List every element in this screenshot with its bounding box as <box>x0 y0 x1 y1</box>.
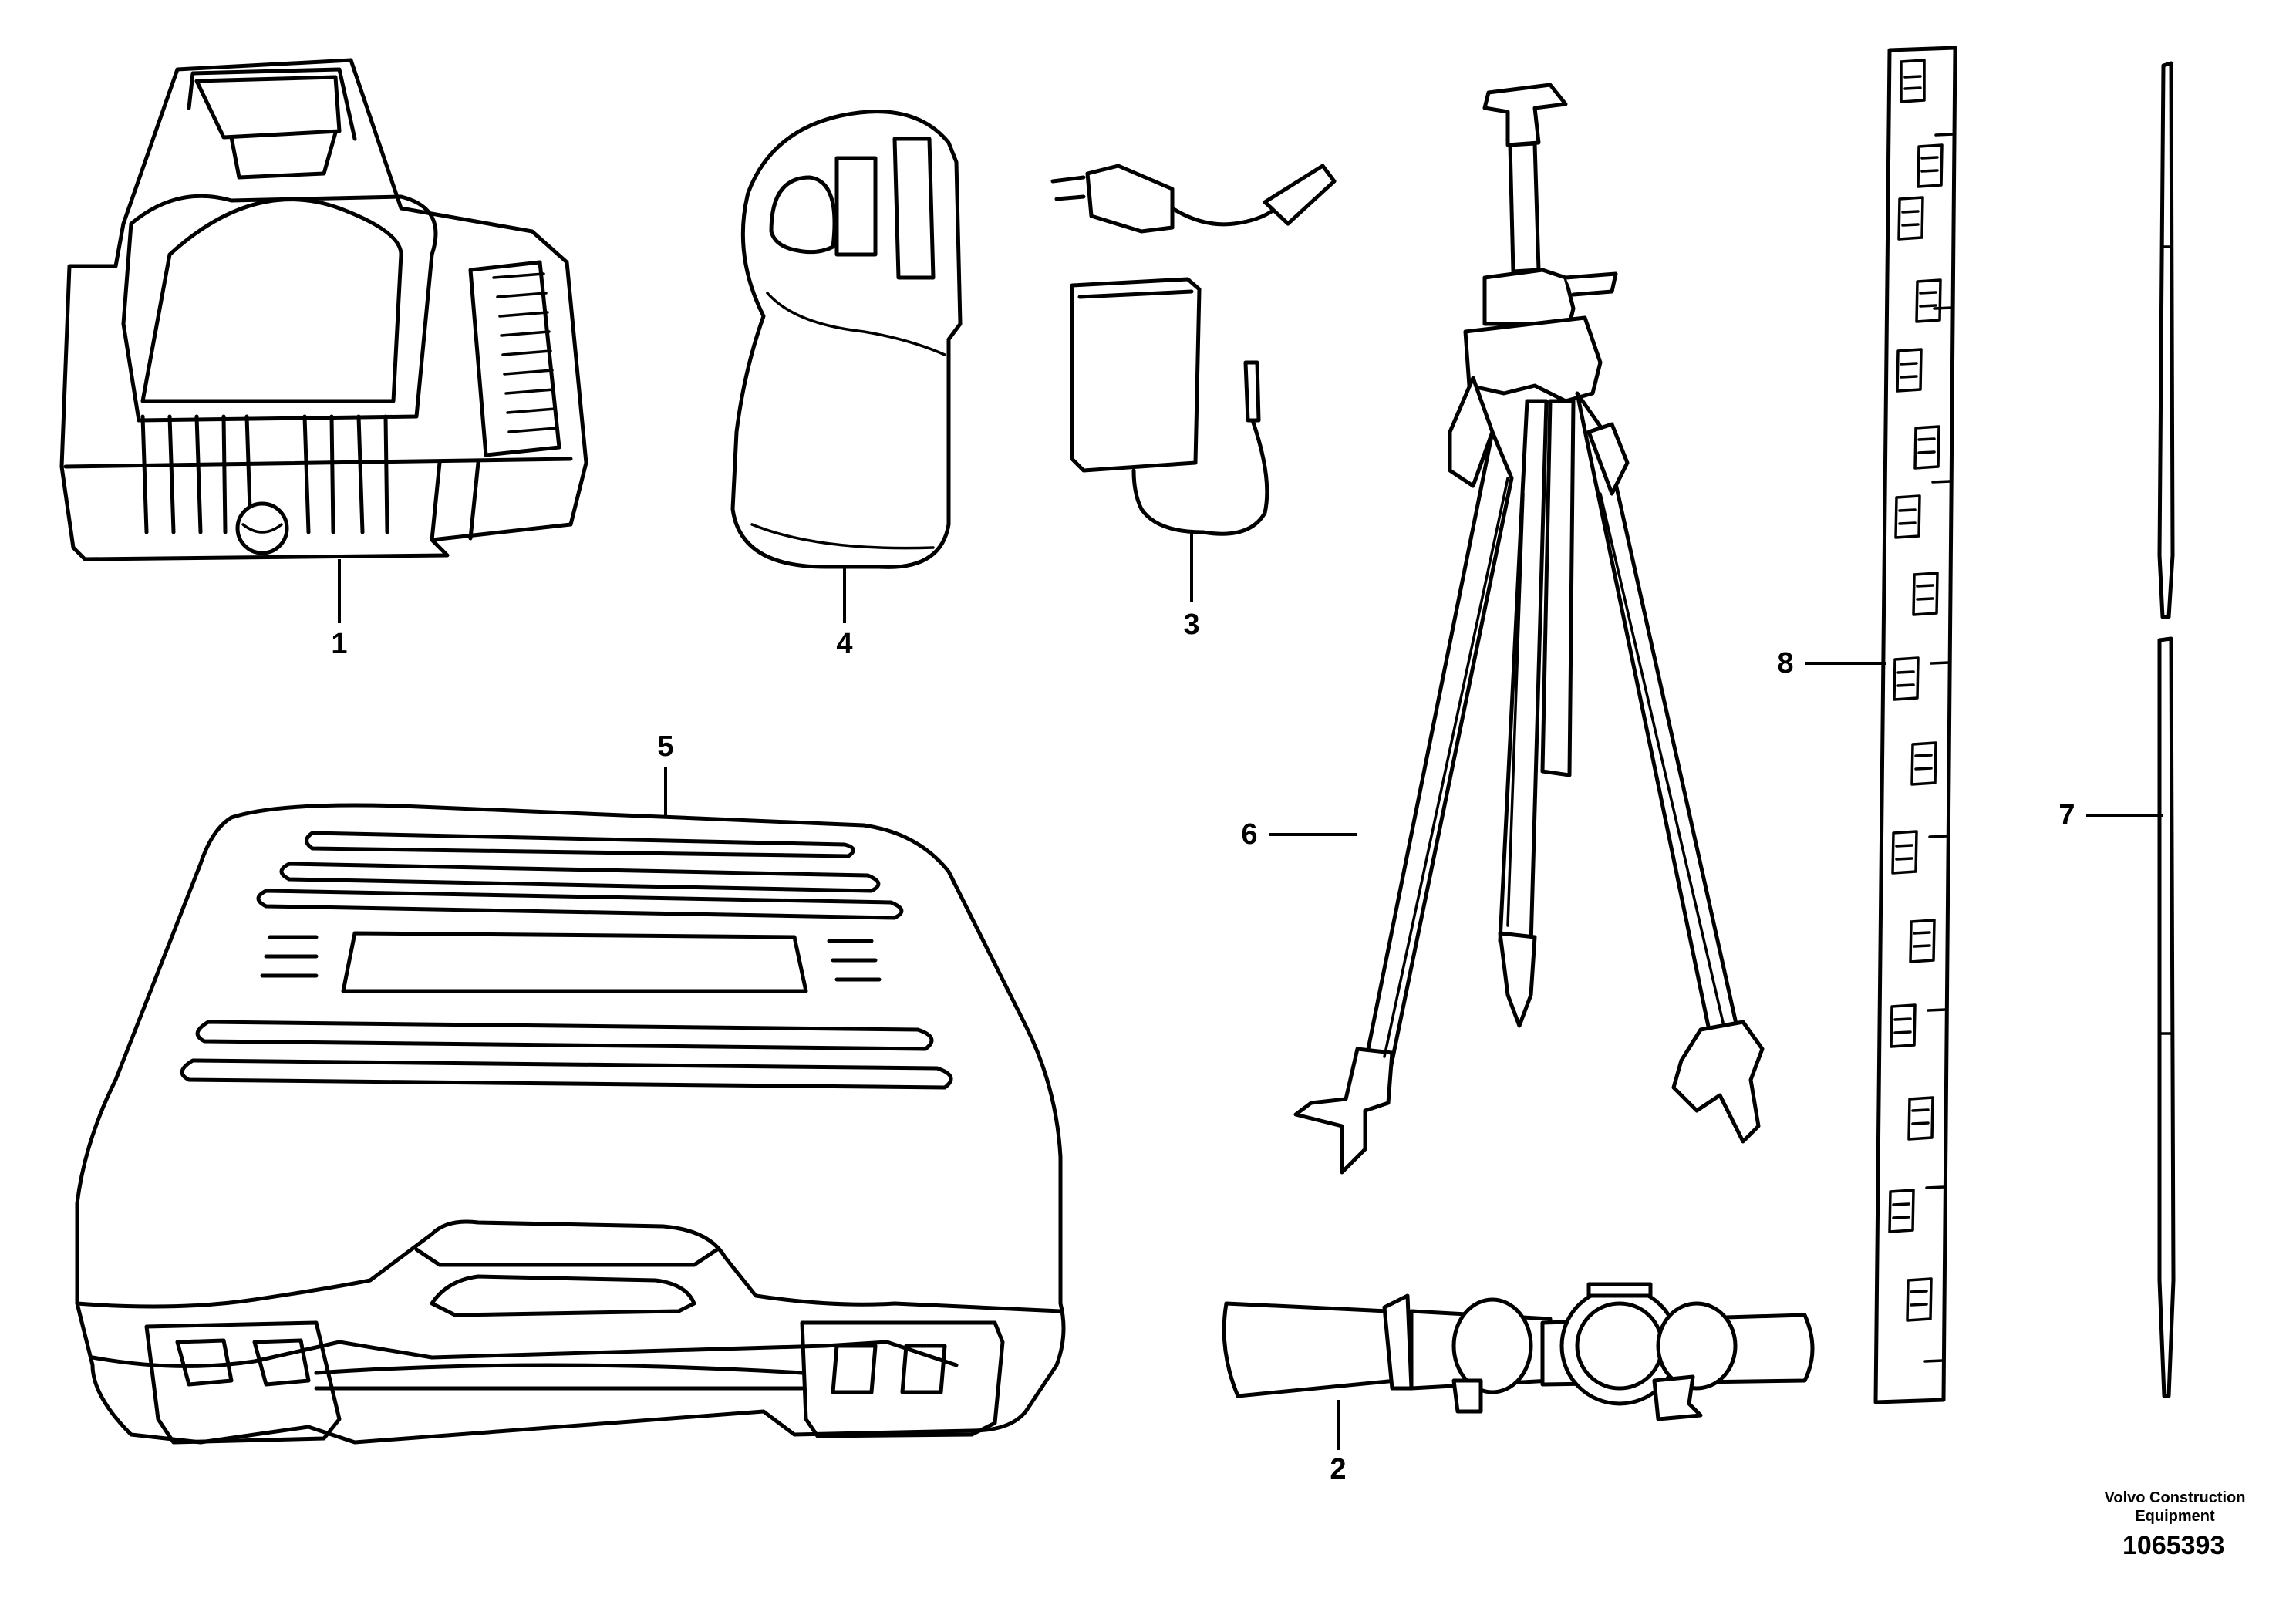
brand-line-1: Volvo Construction <box>2104 1489 2246 1506</box>
callout-8: 8 <box>1777 647 1794 679</box>
callout-4: 4 <box>836 628 853 660</box>
telescope <box>1222 1282 1815 1421</box>
rotating-laser <box>59 58 588 561</box>
callout-3: 3 <box>1183 609 1200 641</box>
callout-7: 7 <box>2058 799 2075 831</box>
drawing-number: 1065393 <box>2122 1531 2225 1560</box>
brand-label: Volvo Construction Equipment <box>2079 1489 2271 1526</box>
rod-graduations <box>1888 59 1955 1363</box>
brand-line-2: Equipment <box>2135 1508 2215 1525</box>
callout-6: 6 <box>1241 818 1258 851</box>
callout-5: 5 <box>657 730 674 763</box>
receiver <box>730 110 963 569</box>
leader-lines <box>338 532 2163 1450</box>
tripod <box>1293 83 1765 1175</box>
carrying-case <box>75 803 1066 1445</box>
callout-2: 2 <box>1330 1453 1347 1485</box>
callout-1: 1 <box>331 628 348 660</box>
grade-rod <box>1873 46 1957 1404</box>
charger <box>1050 164 1337 536</box>
stakes <box>2157 61 2176 1398</box>
